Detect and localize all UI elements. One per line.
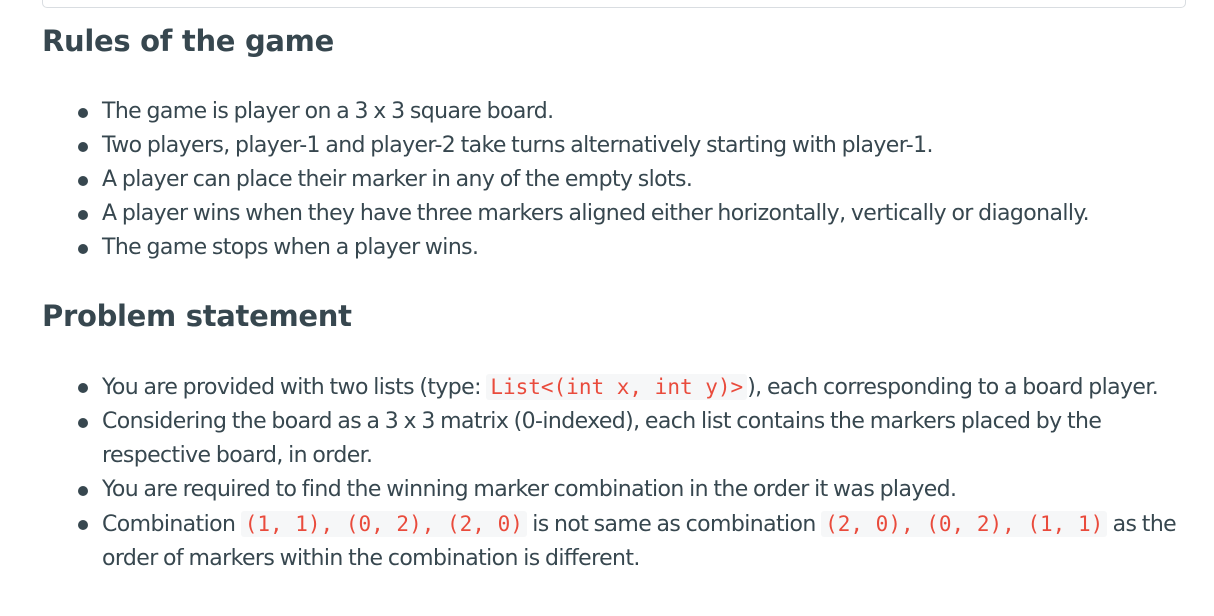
combination-code-2: (2, 0), (0, 2), (1, 1) bbox=[821, 511, 1108, 537]
problem-item-1-text-after: ), each corresponding to a board player. bbox=[747, 375, 1159, 400]
problem-list: You are provided with two lists (type: L… bbox=[42, 370, 1184, 576]
problem-heading: Problem statement bbox=[42, 299, 352, 333]
rules-item-4: A player wins when they have three marke… bbox=[42, 197, 1184, 231]
rules-item-3: A player can place their marker in any o… bbox=[42, 163, 1184, 197]
problem-item-4-text-middle: is not same as combination bbox=[526, 512, 822, 537]
rules-item-1: The game is player on a 3 x 3 square boa… bbox=[42, 95, 1184, 129]
list-type-code: List<(int x, int y)> bbox=[486, 374, 748, 400]
problem-item-4: Combination (1, 1), (0, 2), (2, 0) is no… bbox=[42, 507, 1184, 576]
rules-item-5: The game stops when a player wins. bbox=[42, 231, 1184, 265]
problem-item-1: You are provided with two lists (type: L… bbox=[42, 370, 1184, 405]
combination-code-1: (1, 1), (0, 2), (2, 0) bbox=[240, 511, 527, 537]
problem-item-3: You are required to find the winning mar… bbox=[42, 473, 1184, 507]
problem-item-4-text-before: Combination bbox=[102, 512, 241, 537]
rules-list: The game is player on a 3 x 3 square boa… bbox=[42, 95, 1184, 265]
rules-heading: Rules of the game bbox=[42, 24, 334, 58]
problem-item-2: Considering the board as a 3 x 3 matrix … bbox=[42, 405, 1184, 473]
rules-item-2: Two players, player-1 and player-2 take … bbox=[42, 129, 1184, 163]
top-container-box bbox=[42, 0, 1186, 8]
problem-item-4-text-after: as the order of markers within the combi… bbox=[102, 512, 1177, 571]
problem-item-1-text-before: You are provided with two lists (type: bbox=[102, 375, 487, 400]
